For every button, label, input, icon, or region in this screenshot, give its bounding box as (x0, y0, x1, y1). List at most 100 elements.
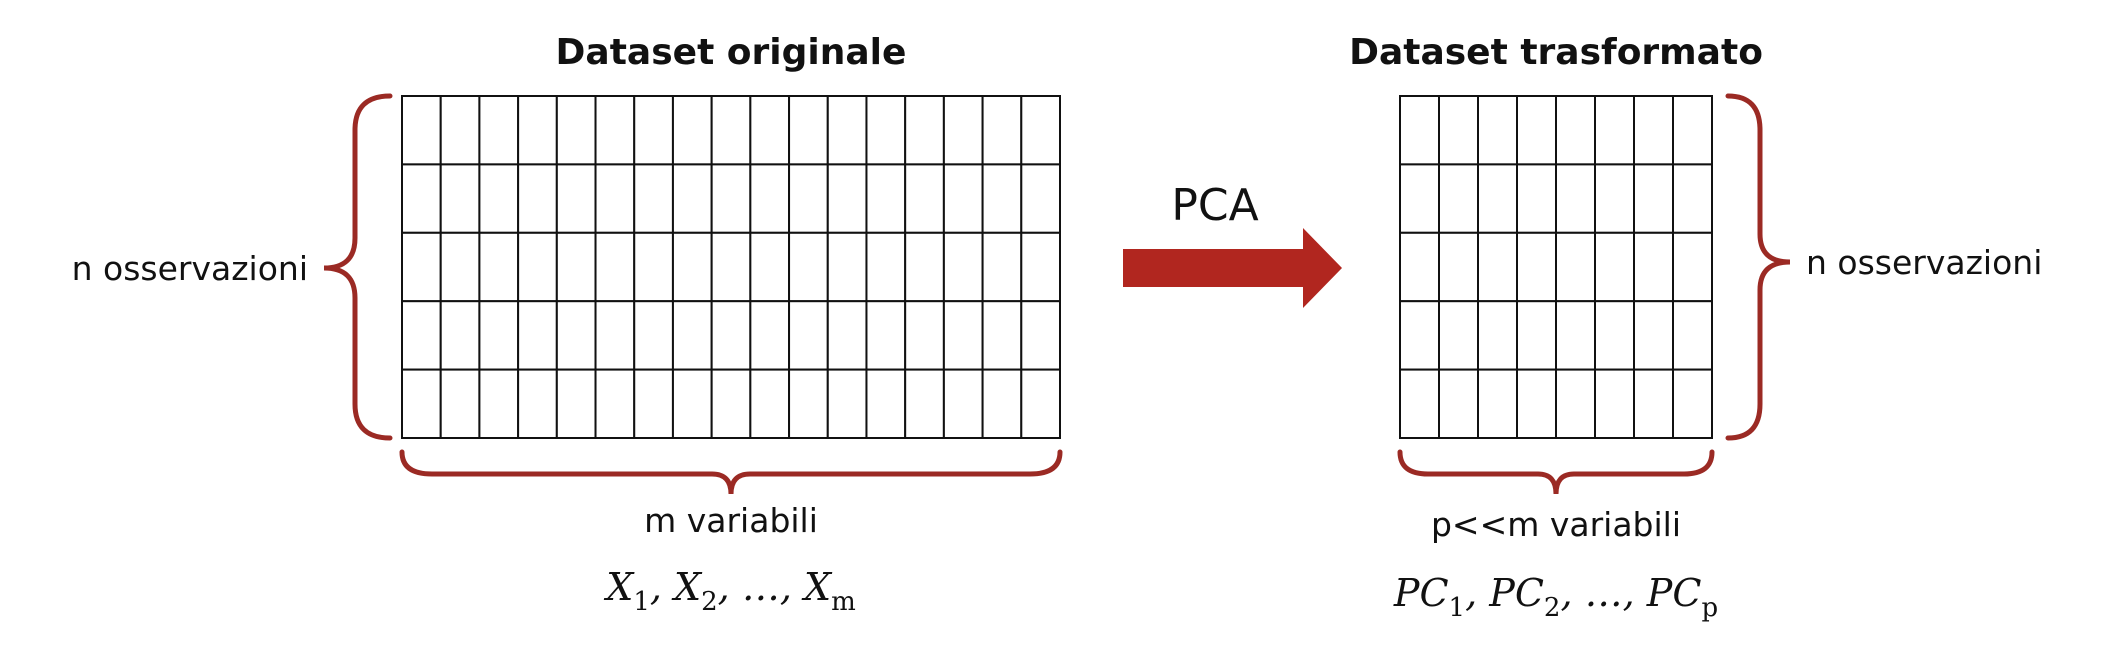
left-cols-label: m variabili (644, 501, 818, 540)
grid-cell (439, 95, 481, 166)
grid-cell (826, 231, 868, 303)
right-cols-brace (1397, 449, 1715, 495)
right-variables: PC1, PC2, …, PCp (1393, 571, 1718, 623)
grid-cell (594, 163, 636, 234)
grid-cell (1399, 95, 1440, 166)
grid-cell (1399, 163, 1440, 234)
var-name: PC (1488, 571, 1544, 615)
grid-cell (904, 95, 945, 166)
grid-cell (788, 300, 829, 371)
grid-cell (517, 300, 558, 371)
pca-arrow (1123, 228, 1342, 308)
grid-cell (1438, 163, 1479, 234)
grid-cell (1438, 368, 1479, 440)
grid-cell (749, 368, 791, 440)
grid-cell (1516, 300, 1557, 371)
grid-cell (710, 231, 752, 303)
grid-cell (1633, 95, 1674, 166)
grid-cell (478, 95, 520, 166)
grid-cell (1633, 231, 1674, 303)
left-rows-label: n osservazioni (72, 249, 308, 288)
grid-cell (1633, 163, 1674, 234)
grid-cell (1633, 300, 1674, 371)
grid-cell (439, 300, 481, 371)
left-grid (401, 95, 1062, 440)
grid-cell (1594, 368, 1635, 440)
var-name: PC (1393, 571, 1449, 615)
grid-cell (1555, 95, 1596, 166)
right-rows-label: n osservazioni (1806, 243, 2042, 282)
grid-cell (1555, 300, 1596, 371)
grid-cell (749, 95, 791, 166)
grid-cell (1438, 231, 1479, 303)
grid-cell (865, 231, 907, 303)
grid-cell (1672, 300, 1713, 371)
grid-cell (671, 163, 713, 234)
left-title: Dataset originale (556, 32, 907, 73)
grid-cell (671, 300, 713, 371)
left-cols-brace (399, 449, 1063, 495)
grid-cell (401, 95, 442, 166)
grid-cell (1594, 95, 1635, 166)
grid-cell (671, 231, 713, 303)
right-title: Dataset trasformato (1349, 32, 1763, 73)
grid-cell (904, 368, 945, 440)
grid-cell (826, 368, 868, 440)
var-name: X (801, 565, 833, 609)
grid-cell (788, 163, 829, 234)
var-sub: m (831, 587, 856, 617)
grid-cell (594, 231, 636, 303)
var-name: X (671, 565, 703, 609)
grid-cell (749, 231, 791, 303)
grid-cell (826, 300, 868, 371)
grid-cell (788, 368, 829, 440)
grid-cell (401, 300, 442, 371)
var-sub: 2 (701, 587, 718, 617)
var-sub: 1 (633, 587, 650, 617)
grid-cell (865, 368, 907, 440)
grid-cell (981, 95, 1023, 166)
grid-cell (594, 95, 636, 166)
left-rows-brace (323, 93, 393, 441)
grid-cell (633, 231, 674, 303)
grid-cell (826, 163, 868, 234)
grid-cell (826, 95, 868, 166)
grid-cell (942, 300, 984, 371)
grid-cell (1594, 163, 1635, 234)
grid-cell (1516, 95, 1557, 166)
grid-cell (1672, 163, 1713, 234)
grid-cell (1555, 368, 1596, 440)
grid-cell (633, 163, 674, 234)
grid-cell (633, 95, 674, 166)
grid-cell (749, 300, 791, 371)
grid-cell (1020, 231, 1062, 303)
var-sub: 2 (1544, 593, 1561, 623)
grid-cell (1477, 95, 1518, 166)
grid-cell (1438, 95, 1479, 166)
grid-cell (478, 163, 520, 234)
grid-cell (710, 95, 752, 166)
grid-cell (1555, 231, 1596, 303)
grid-cell (1516, 163, 1557, 234)
grid-cell (1516, 231, 1557, 303)
grid-cell (478, 300, 520, 371)
grid-cell (1555, 163, 1596, 234)
ellipsis: … (1585, 571, 1623, 615)
grid-cell (1399, 368, 1440, 440)
grid-cell (942, 95, 984, 166)
grid-cell (981, 368, 1023, 440)
arrow-label: PCA (1171, 180, 1258, 231)
grid-cell (1516, 368, 1557, 440)
grid-cell (439, 163, 481, 234)
grid-cell (904, 231, 945, 303)
grid-cell (517, 95, 558, 166)
grid-cell (517, 163, 558, 234)
grid-cell (1399, 231, 1440, 303)
grid-cell (1020, 163, 1062, 234)
grid-cell (865, 95, 907, 166)
grid-cell (1633, 368, 1674, 440)
grid-cell (788, 231, 829, 303)
grid-cell (671, 368, 713, 440)
grid-cell (517, 231, 558, 303)
